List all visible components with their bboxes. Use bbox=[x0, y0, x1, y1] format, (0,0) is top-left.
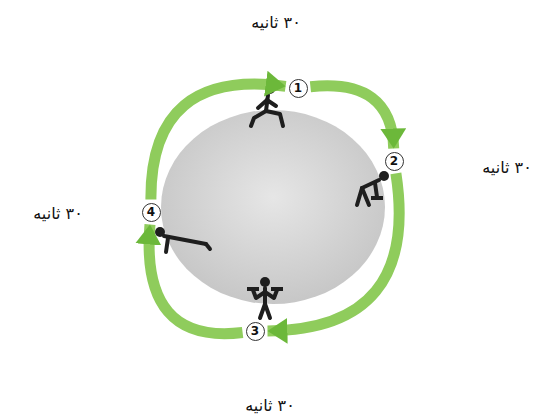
callout-number: 1 bbox=[294, 82, 302, 94]
station-number-circle: 1 bbox=[289, 79, 308, 98]
duration-label: ۳۰ ثانیه bbox=[245, 396, 294, 415]
flow-arrow bbox=[149, 224, 243, 333]
exercise-figures bbox=[155, 84, 389, 318]
callout-number: 3 bbox=[251, 325, 259, 337]
station-number-circle: 4 bbox=[142, 203, 161, 222]
flow-arrow bbox=[151, 84, 286, 199]
duration-label: ۳۰ ثانیه bbox=[251, 13, 300, 32]
duration-label: ۳۰ ثانیه bbox=[482, 158, 531, 177]
station-area bbox=[161, 110, 385, 304]
flow-arrow bbox=[310, 86, 393, 149]
callout-number: 2 bbox=[390, 155, 398, 167]
station-number-circle: 3 bbox=[246, 322, 265, 341]
callout-number: 4 bbox=[147, 206, 155, 218]
station-number-circle: 2 bbox=[385, 152, 404, 171]
flow-arrow bbox=[267, 173, 399, 331]
duration-label: ۳۰ ثانیه bbox=[33, 204, 82, 223]
